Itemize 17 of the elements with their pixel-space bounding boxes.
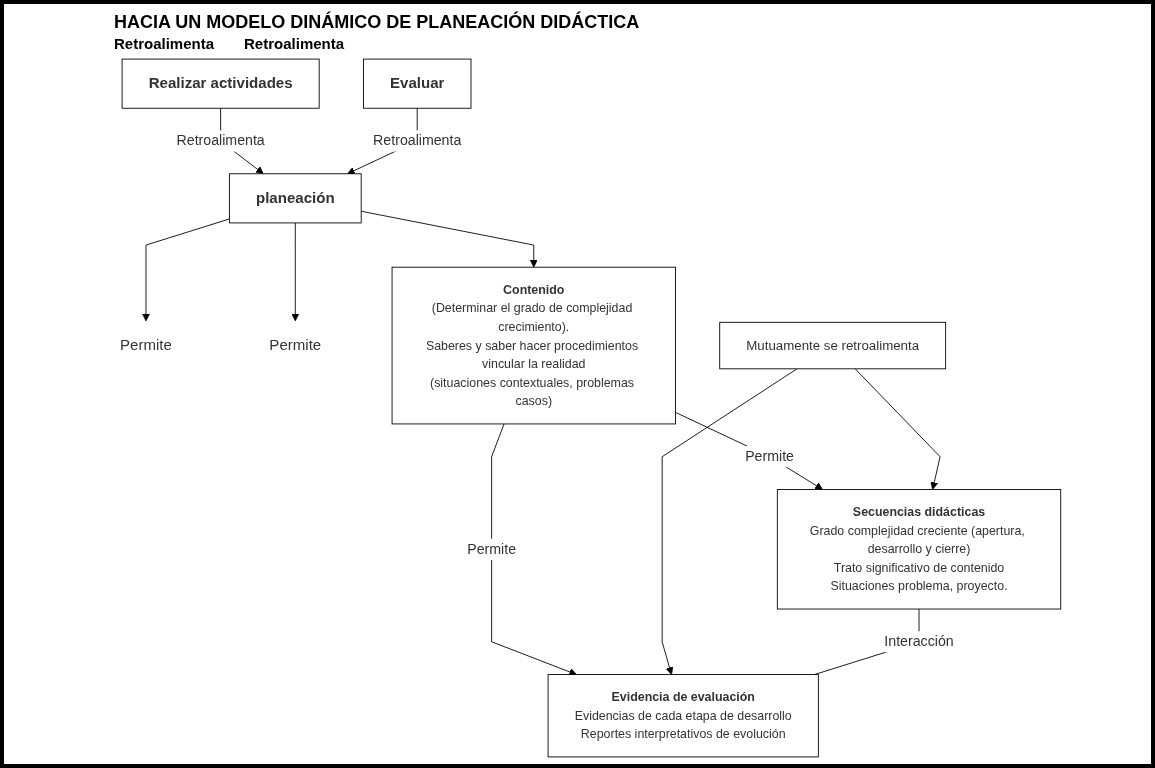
edge-label: Interacción: [884, 633, 955, 649]
feedback-label: Retroalimenta: [244, 35, 345, 52]
node-box: Secuencias didácticas Grado complejidad creciente (apertura, desarrollo y cierre) Trato significativo de contenido Situaciones problema, proyecto.: [777, 489, 1062, 610]
node-box: planeación: [229, 173, 362, 224]
node-box: Realizar actividades: [122, 58, 320, 109]
node-text: Permite: [120, 336, 173, 354]
edge-label: Permite: [467, 541, 517, 557]
edge-label: Retroalimenta: [373, 133, 462, 149]
edge-label: Permite: [745, 448, 795, 464]
feedback-label: Retroalimenta: [114, 35, 215, 52]
diagram-title: HACIA UN MODELO DINÁMICO DE PLANEACIÓN DIDÁCTICA: [114, 12, 641, 33]
node-box: Contenido (Determinar el grado de complejidad crecimiento). Saberes y saber hacer procedimientos vincular la realidad (situaciones contextuales, problemas casos): [392, 266, 677, 425]
node-box: Evidencia de evaluación Evidencias de cada etapa de desarrollo Reportes interpretativos de evolución: [548, 674, 820, 758]
node-box: Evaluar: [363, 58, 472, 109]
node-text: Permite: [269, 336, 322, 354]
node-box: Mutuamente se retroalimenta: [719, 321, 947, 370]
edge-label: Retroalimenta: [176, 133, 266, 149]
